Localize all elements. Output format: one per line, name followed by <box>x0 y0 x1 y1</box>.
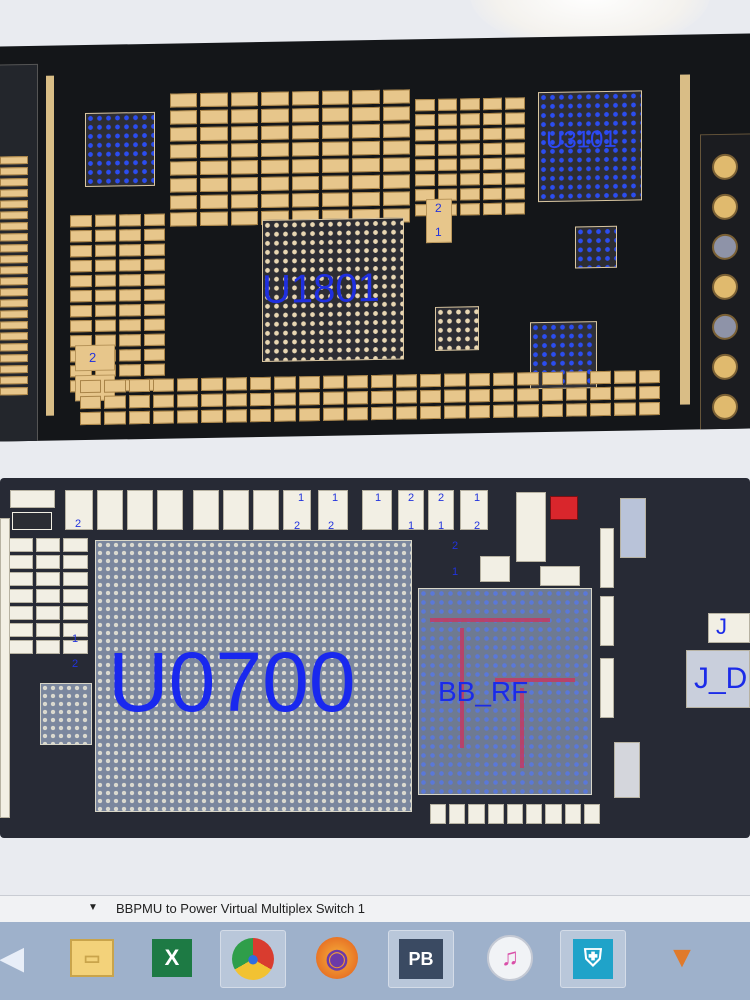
pin-label-11: 1 <box>438 520 445 532</box>
excel-icon: X <box>152 939 192 977</box>
taskbar-shield-app[interactable]: ⛨ <box>560 930 626 988</box>
chip-u0700[interactable] <box>95 540 412 812</box>
pin-label-12: 2 <box>474 520 481 532</box>
rf-trace-2 <box>460 628 464 748</box>
cap-8 <box>283 490 311 530</box>
chip-bb-rf[interactable] <box>418 588 592 795</box>
taskbar-pb[interactable]: PB <box>388 930 454 988</box>
chrome-icon: ● <box>232 938 274 980</box>
pad-number-2: 2 <box>89 349 97 365</box>
cap-1 <box>65 490 93 530</box>
chip-label-u0700: U0700 <box>108 635 356 729</box>
connector-j-box[interactable] <box>708 613 750 643</box>
pb-app-icon: PB <box>399 939 443 979</box>
pin-label-14: 2 <box>72 658 79 670</box>
pad-number-2b: 2 <box>435 200 442 215</box>
pin-label-10: 1 <box>408 520 415 532</box>
pin-label-16: 1 <box>452 566 459 578</box>
cap-10 <box>362 490 392 530</box>
pin-label-4: 2 <box>408 492 415 504</box>
chip-label-bb-rf: BB_RF <box>438 676 529 707</box>
pin-label-8: 2 <box>294 520 301 532</box>
taskbar-chrome[interactable]: ● <box>220 930 286 988</box>
pin-label-5: 2 <box>438 492 445 504</box>
bar-left-edge <box>0 518 10 818</box>
pad-number-1b: 1 <box>435 224 442 239</box>
taskbar-file-explorer[interactable]: ▭ <box>60 930 124 986</box>
board-view-top[interactable]: 2 1 U1801 2 1 U3101 <box>0 33 750 442</box>
cap-6 <box>223 490 249 530</box>
rf-trace-3 <box>495 678 575 682</box>
windows-taskbar: ◀ ▭ X ● ◉ PB ♫ ⛨ ▼ <box>0 922 750 1000</box>
taskbar-fox-app[interactable]: ▼ <box>650 930 714 986</box>
ic-small-right[interactable] <box>575 225 617 269</box>
board-view-bottom[interactable]: 1 1 1 2 2 1 2 2 2 1 1 2 1 2 U0700 2 1 BB… <box>0 478 750 838</box>
connector-jd-box[interactable] <box>686 650 750 708</box>
taskbar-firefox[interactable]: ◉ <box>305 930 369 986</box>
chip-label-u1801: U1801 <box>262 265 380 312</box>
cap-4 <box>157 490 183 530</box>
net-name-text: BBPMU to Power Virtual Multiplex Switch … <box>116 901 366 916</box>
pin-label-9: 2 <box>328 520 335 532</box>
cap-13 <box>460 490 488 530</box>
pad-rf-1 <box>480 556 510 582</box>
ic-small-mid[interactable] <box>435 306 479 351</box>
chip-label-u3101: U3101 <box>546 125 617 155</box>
pad-top-left-2 <box>12 512 52 530</box>
cap-7 <box>253 490 279 530</box>
taskbar-itunes[interactable]: ♫ <box>478 930 542 986</box>
connector-j-label: J <box>716 614 727 639</box>
back-arrow-icon: ◀ <box>0 941 24 975</box>
pin-label-6: 1 <box>474 492 481 504</box>
cap-3 <box>127 490 153 530</box>
dropdown-arrow-icon[interactable]: ▼ <box>88 902 98 913</box>
bar-right-1 <box>600 528 614 588</box>
pad-row-bottom <box>430 804 600 828</box>
left-connector-pins <box>0 156 28 416</box>
fox-app-icon: ▼ <box>667 941 697 974</box>
pin-label-7: 2 <box>75 518 82 530</box>
passive-array-bottom <box>80 370 660 430</box>
connector-jd-label: J_D <box>694 662 748 695</box>
bar-right-2 <box>600 596 614 646</box>
inductor-1 <box>516 492 546 562</box>
pin-label-13: 1 <box>72 633 79 645</box>
ic-upper-left[interactable] <box>85 111 155 188</box>
cap-12 <box>428 490 454 530</box>
passive-array-bottom-left <box>8 538 88 688</box>
firefox-icon: ◉ <box>316 937 358 979</box>
component-right <box>620 498 646 558</box>
net-status-bar[interactable]: ▼ BBPMU to Power Virtual Multiplex Switc… <box>0 895 750 922</box>
shield-app-icon: ⛨ <box>573 939 613 979</box>
red-marker-pad[interactable] <box>550 496 578 520</box>
pin-label-3: 1 <box>375 492 382 504</box>
itunes-icon: ♫ <box>487 935 533 981</box>
pad-rf-2 <box>540 566 580 586</box>
cap-5 <box>193 490 219 530</box>
taskbar-back[interactable]: ◀ <box>0 930 44 986</box>
bar-right-4 <box>614 742 640 798</box>
cap-11 <box>398 490 424 530</box>
cap-2 <box>97 490 123 530</box>
pad-top-left <box>10 490 55 508</box>
left-ground-strip <box>46 75 54 416</box>
pin-label-15: 2 <box>452 540 459 552</box>
pin-label-2: 1 <box>332 492 339 504</box>
right-ground-strip <box>680 74 690 405</box>
ic-small-bottom-left[interactable] <box>40 683 92 745</box>
file-explorer-icon: ▭ <box>70 939 114 977</box>
cap-9 <box>318 490 348 530</box>
rf-trace-4 <box>520 688 524 768</box>
taskbar-excel[interactable]: X <box>140 930 204 986</box>
pin-label-1: 1 <box>298 492 305 504</box>
bar-right-3 <box>600 658 614 718</box>
rf-trace-1 <box>430 618 550 622</box>
